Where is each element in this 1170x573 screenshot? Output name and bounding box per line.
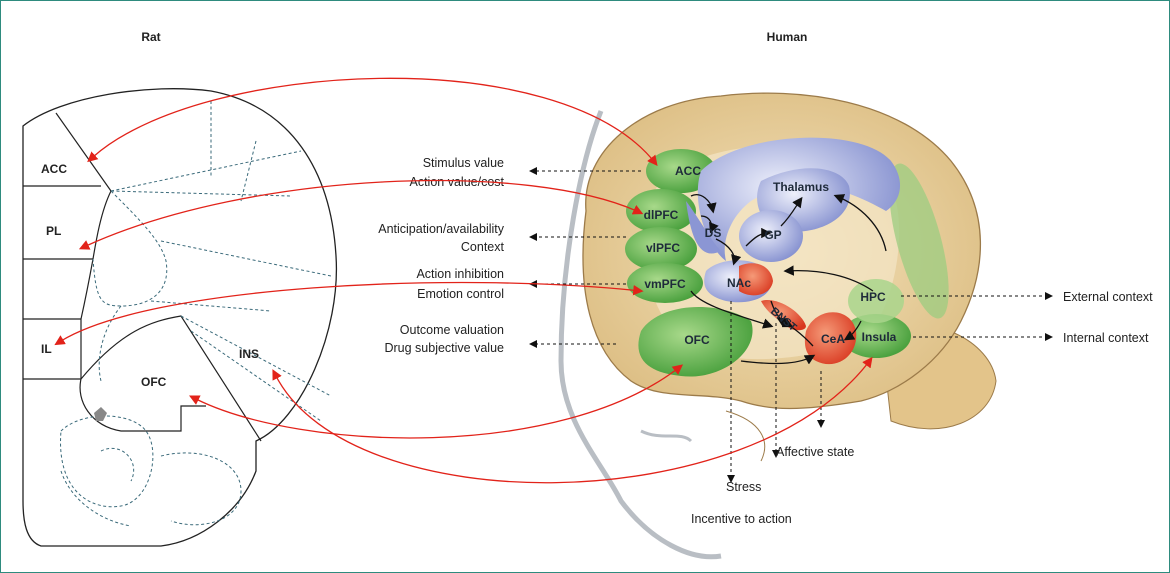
function-action-inhibition: Action inhibition <box>416 267 504 281</box>
homology-arrow-insula <box>272 356 873 484</box>
human-vlpfc-label: vlPFC <box>646 241 680 255</box>
human-thalamus-label: Thalamus <box>773 180 829 194</box>
human-vmpfc-label: vmPFC <box>644 277 686 291</box>
function-action-value-cost: Action value/cost <box>410 175 505 189</box>
homology-arrow-acc <box>87 77 658 167</box>
rat-pl-label: PL <box>46 224 61 238</box>
human-cea-label: CeA <box>821 332 845 346</box>
human-gp-label: GP <box>764 228 781 242</box>
function-incentive-to-action: Incentive to action <box>691 512 792 526</box>
rat-brain-section: Rat ACC PL IL OFC INS <box>22 30 338 547</box>
human-dlpfc-label: dlPFC <box>644 208 679 222</box>
homology-arrow-il <box>54 281 644 346</box>
function-stress: Stress <box>726 480 761 494</box>
human-ds-label: DS <box>705 226 722 240</box>
human-acc-label: ACC <box>675 164 701 178</box>
function-stimulus-value: Stimulus value <box>423 156 504 170</box>
human-title: Human <box>767 30 808 44</box>
human-nac-label: NAc <box>727 276 751 290</box>
function-emotion-control: Emotion control <box>417 287 504 301</box>
human-hpc-label: HPC <box>860 290 886 304</box>
human-brain-section: Human ACC dlPFC vlPFC vmPFC OFC DS GP Th… <box>378 30 1153 560</box>
homology-arrows <box>54 77 873 484</box>
rat-ins-label: INS <box>239 347 259 361</box>
function-outcome-valuation: Outcome valuation <box>400 323 504 337</box>
function-context: Context <box>461 240 505 254</box>
rat-ofc-label: OFC <box>141 375 167 389</box>
human-insula-label: Insula <box>862 330 897 344</box>
homology-arrow-pl <box>78 179 644 250</box>
human-ofc-label: OFC <box>684 333 710 347</box>
function-internal-context: Internal context <box>1063 331 1149 345</box>
function-affective-state: Affective state <box>776 445 854 459</box>
function-external-context: External context <box>1063 290 1153 304</box>
homology-arrow-ofc <box>189 364 684 439</box>
rat-title: Rat <box>141 30 160 44</box>
rat-acc-label: ACC <box>41 162 67 176</box>
rat-il-label: IL <box>41 342 52 356</box>
function-anticipation: Anticipation/availability <box>378 222 505 236</box>
function-drug-subjective-value: Drug subjective value <box>384 341 504 355</box>
